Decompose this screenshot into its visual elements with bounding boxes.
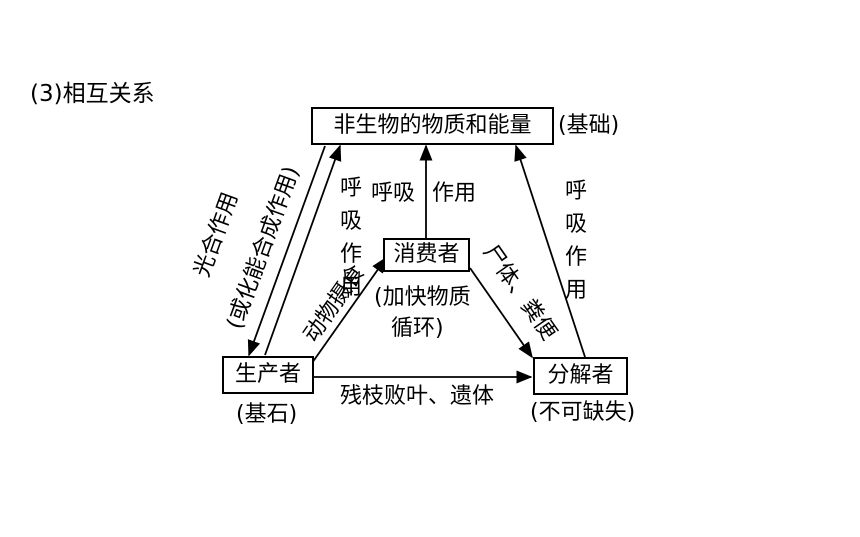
node-consumer-note-line2: 循环)	[391, 316, 444, 341]
label-producer-respiration: 呼吸作用	[339, 176, 362, 300]
node-consumer: 消费者	[383, 238, 470, 272]
node-producer-note: (基石)	[236, 402, 298, 427]
node-decomposer-label: 分解者	[547, 363, 614, 388]
label-decomposer-respiration: 呼吸作用	[564, 179, 587, 303]
arrow-producer-to-abiotic	[264, 144, 342, 356]
label-consumer-respiration-b: 作用	[432, 181, 477, 206]
label-residue: 残枝败叶、遗体	[340, 384, 495, 409]
node-consumer-note-line1: (加快物质	[374, 285, 471, 310]
arrow-producer-to-consumer	[311, 256, 387, 364]
node-abiotic: 非生物的物质和能量	[311, 107, 554, 145]
node-producer: 生产者	[222, 356, 314, 394]
section-title: (3)相互关系	[30, 81, 155, 107]
node-decomposer: 分解者	[533, 357, 628, 395]
arrow-decomposer-to-abiotic	[514, 144, 586, 358]
node-consumer-label: 消费者	[393, 242, 460, 267]
node-abiotic-note: (基础)	[558, 113, 620, 138]
node-abiotic-label: 非生物的物质和能量	[333, 113, 532, 138]
node-producer-label: 生产者	[234, 362, 301, 387]
node-decomposer-note: (不可缺失)	[530, 400, 636, 425]
label-consumer-respiration-a: 呼吸	[371, 181, 416, 206]
arrow-consumer-to-decomposer	[469, 267, 533, 359]
arrow-abiotic-to-producer	[247, 145, 326, 357]
